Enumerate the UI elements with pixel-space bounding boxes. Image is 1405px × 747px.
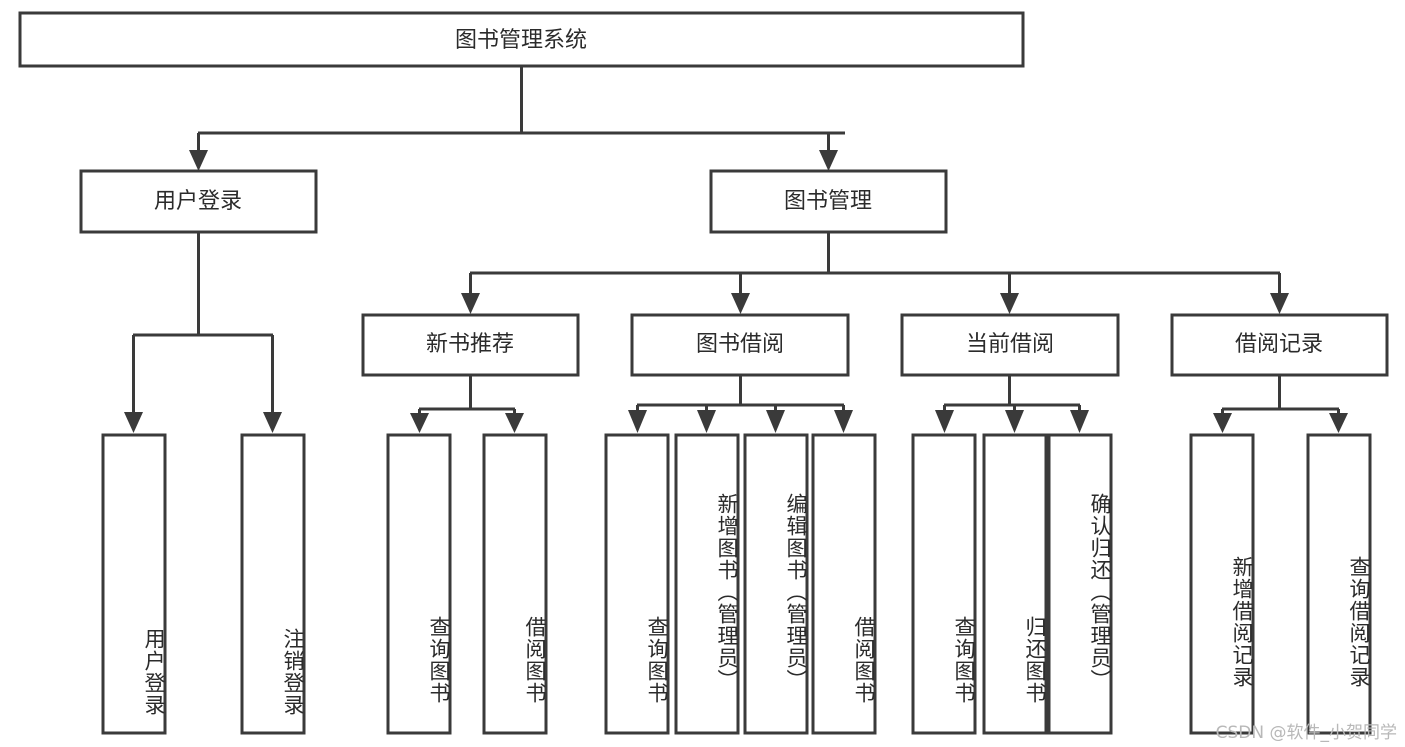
arrowhead-leaf-return-book (1005, 410, 1024, 433)
node-leaf-user-login-box[interactable] (101, 433, 167, 735)
node-new-book-recommend-box[interactable] (361, 313, 580, 377)
node-borrow-record-box[interactable] (1170, 313, 1389, 377)
node-book-manage-label: 图书管理 (784, 189, 872, 214)
node-leaf-borrow-book-1-box[interactable] (482, 433, 548, 735)
arrowhead-leaf-user-logout (263, 412, 282, 433)
node-leaf-confirm-return-box[interactable] (1047, 433, 1113, 735)
arrowhead-leaf-query-book-2 (628, 410, 647, 433)
arrowhead-leaf-confirm-return (1070, 410, 1089, 433)
node-root[interactable]: 图书管理系统 (18, 11, 1025, 68)
node-leaf-add-record-box[interactable] (1189, 433, 1255, 735)
node-book-borrow-label: 图书借阅 (696, 332, 784, 357)
arrowhead-leaf-edit-book (766, 410, 785, 433)
node-book-manage[interactable]: 图书管理 (709, 169, 948, 234)
node-leaf-add-book-box[interactable] (674, 433, 740, 735)
leaf-box-layer (101, 433, 1372, 735)
arrowhead-new-book-recommend (461, 293, 480, 314)
connector-layer (124, 66, 1348, 433)
node-leaf-return-book-box[interactable] (982, 433, 1048, 735)
arrowhead-user-login (189, 150, 208, 171)
node-book-manage-box[interactable] (709, 169, 948, 234)
node-new-book-recommend[interactable]: 新书推荐 (361, 313, 580, 377)
arrowhead-book-manage (819, 150, 838, 171)
node-leaf-query-book-1-box[interactable] (386, 433, 452, 735)
arrowhead-leaf-query-record (1329, 413, 1348, 433)
node-leaf-query-record-box[interactable] (1306, 433, 1372, 735)
node-user-login[interactable]: 用户登录 (79, 169, 318, 234)
node-leaf-user-logout-box[interactable] (240, 433, 306, 735)
node-user-login-label: 用户登录 (154, 189, 242, 214)
node-root-box[interactable] (18, 11, 1025, 68)
arrowhead-leaf-user-login (124, 412, 143, 433)
node-current-borrow-box[interactable] (900, 313, 1120, 377)
node-leaf-borrow-book-2-box[interactable] (811, 433, 877, 735)
arrowhead-leaf-query-book-1 (410, 413, 429, 433)
node-new-book-recommend-label: 新书推荐 (426, 332, 514, 357)
node-leaf-query-book-3-box[interactable] (911, 433, 977, 735)
arrowhead-book-borrow (731, 293, 750, 314)
node-book-borrow[interactable]: 图书借阅 (630, 313, 850, 377)
node-current-borrow-label: 当前借阅 (966, 332, 1054, 357)
watermark-text: CSDN @软件_小贺同学 (1215, 723, 1397, 743)
node-book-borrow-box[interactable] (630, 313, 850, 377)
arrowhead-leaf-borrow-book-1 (505, 413, 524, 433)
node-user-login-box[interactable] (79, 169, 318, 234)
arrowhead-borrow-record (1270, 293, 1289, 314)
arrowhead-current-borrow (1000, 293, 1019, 314)
arrowhead-leaf-query-book-3 (935, 410, 954, 433)
arrowhead-leaf-borrow-book-2 (834, 410, 853, 433)
node-current-borrow[interactable]: 当前借阅 (900, 313, 1120, 377)
node-root-label: 图书管理系统 (455, 28, 587, 53)
arrowhead-leaf-add-book (697, 410, 716, 433)
node-borrow-record-label: 借阅记录 (1235, 332, 1323, 357)
arrowhead-leaf-add-record (1213, 413, 1232, 433)
node-borrow-record[interactable]: 借阅记录 (1170, 313, 1389, 377)
node-leaf-query-book-2-box[interactable] (604, 433, 670, 735)
node-leaf-edit-book-box[interactable] (743, 433, 809, 735)
